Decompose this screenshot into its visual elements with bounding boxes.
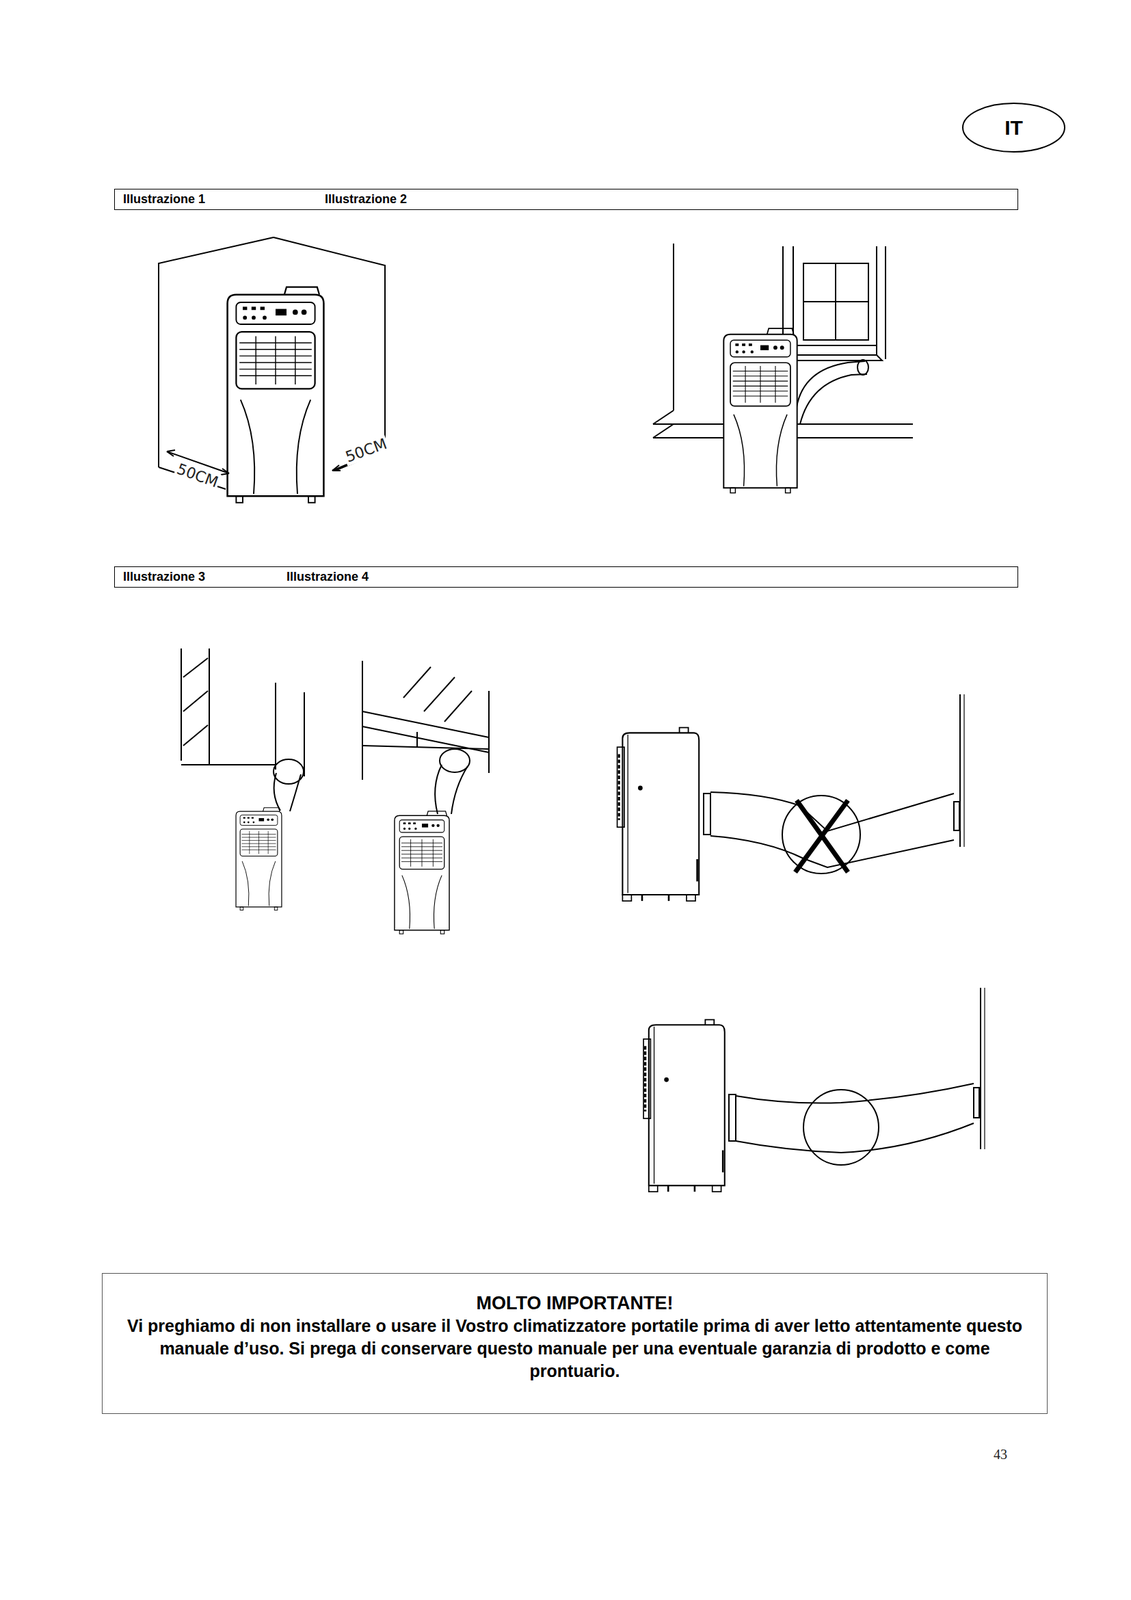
- page-number: 43: [992, 1446, 1009, 1462]
- wall-outlet-illustration: [181, 648, 489, 934]
- illustration-label: Illustrazione 4: [286, 569, 369, 584]
- notice-title: MOLTO IMPORTANTE!: [118, 1291, 1031, 1315]
- language-badge: IT: [961, 101, 1067, 154]
- illustration-label: Illustrazione 1: [123, 192, 206, 207]
- badge-ellipse: [962, 103, 1065, 152]
- window-illustration: [653, 243, 913, 494]
- hose-bend-illustration: [617, 694, 985, 1192]
- illustration-label: Illustrazione 2: [324, 192, 407, 207]
- notice-text: Vi preghiamo di non installare o usare i…: [118, 1314, 1031, 1382]
- illustration-header: Illustrazione 3 Illustrazione 4: [114, 566, 1019, 588]
- dimension-label: 50CM: [341, 434, 391, 466]
- illustration-header: Illustrazione 1 Illustrazione 2: [114, 188, 1019, 210]
- illustration-label: Illustrazione 3: [123, 569, 206, 584]
- dimension-label: 50CM: [173, 459, 222, 491]
- language-code: IT: [1004, 116, 1023, 140]
- notice-box: MOLTO IMPORTANTE!Vi preghiamo di non ins…: [101, 1272, 1048, 1414]
